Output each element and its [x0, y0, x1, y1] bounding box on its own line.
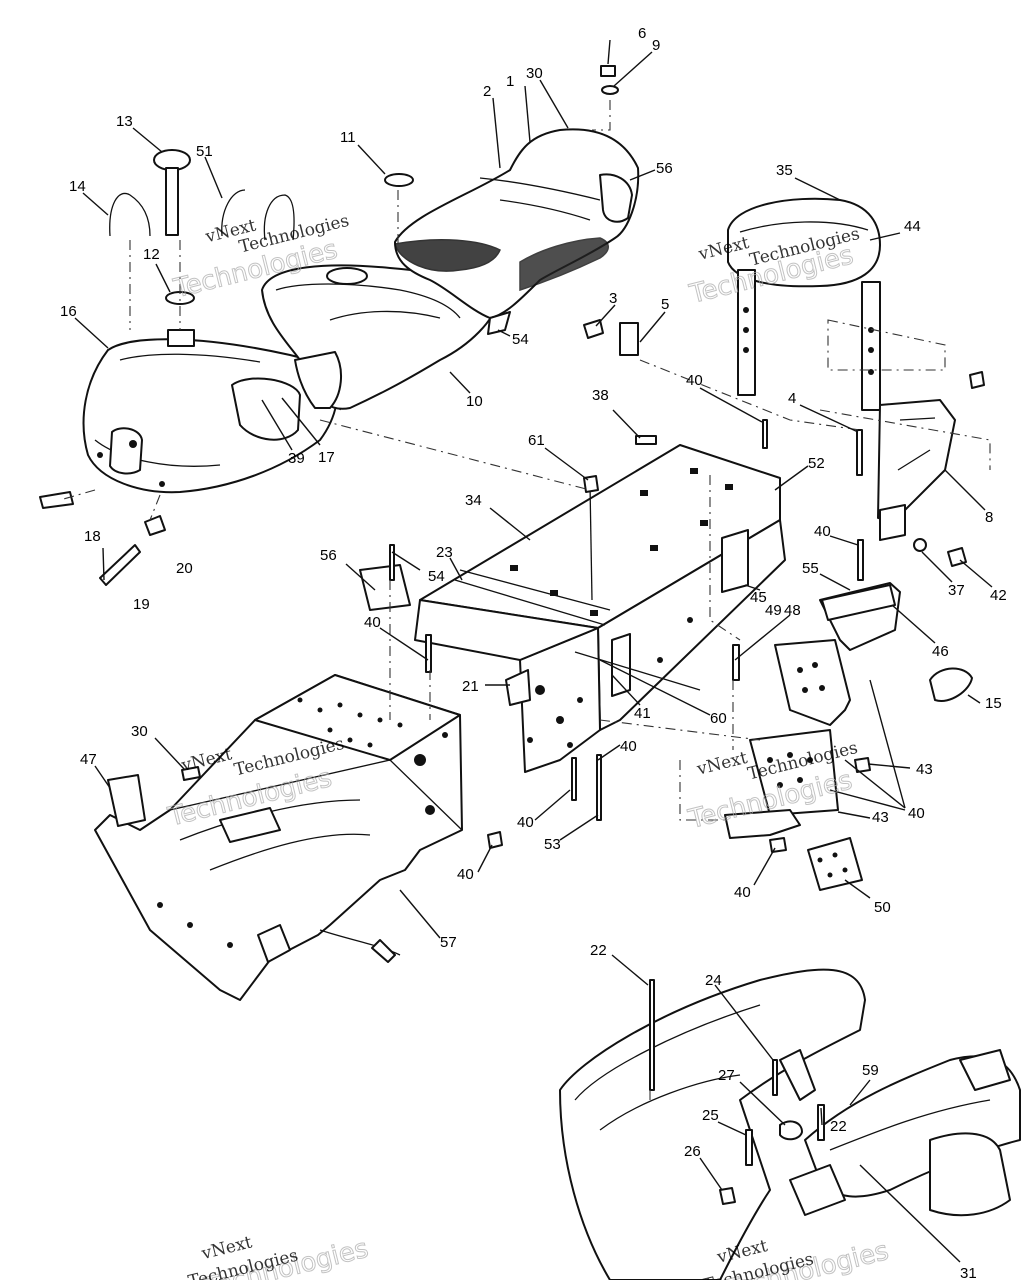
callout-39: 39 — [288, 450, 305, 467]
callout-12: 12 — [143, 246, 160, 263]
callout-34: 34 — [465, 492, 482, 509]
callout-22-a: 22 — [590, 942, 607, 959]
callout-5: 5 — [661, 296, 669, 313]
callout-60: 60 — [710, 710, 727, 727]
callout-30-a: 30 — [526, 65, 543, 82]
callout-51: 51 — [196, 143, 213, 160]
callout-40-e: 40 — [517, 814, 534, 831]
callout-22-b: 22 — [830, 1118, 847, 1135]
callout-43-b: 43 — [872, 809, 889, 826]
leader-lines — [74, 39, 993, 1263]
callout-18: 18 — [84, 528, 101, 545]
callout-35: 35 — [776, 162, 793, 179]
callout-27: 27 — [718, 1067, 735, 1084]
callout-23: 23 — [436, 544, 453, 561]
callout-40-g: 40 — [908, 805, 925, 822]
callout-47: 47 — [80, 751, 97, 768]
callout-19: 19 — [133, 596, 150, 613]
bulkhead — [94, 674, 463, 1001]
seat — [394, 128, 640, 335]
callout-45: 45 — [750, 589, 767, 606]
callout-40-h: 40 — [734, 884, 751, 901]
callout-30-b: 30 — [131, 723, 148, 740]
callout-10: 10 — [466, 393, 483, 410]
callout-40-b: 40 — [814, 523, 831, 540]
callout-41: 41 — [634, 705, 651, 722]
callout-13: 13 — [116, 113, 133, 130]
callout-53: 53 — [544, 836, 561, 853]
callout-21: 21 — [462, 678, 479, 695]
callout-46: 46 — [932, 643, 949, 660]
callout-9: 9 — [652, 37, 660, 54]
callout-4: 4 — [788, 390, 796, 407]
callout-40-f: 40 — [457, 866, 474, 883]
callout-54-b: 54 — [428, 568, 445, 585]
callout-17: 17 — [318, 449, 335, 466]
callout-25: 25 — [702, 1107, 719, 1124]
callout-50: 50 — [874, 899, 891, 916]
callout-6: 6 — [638, 25, 646, 42]
assembly-lines — [59, 100, 991, 1100]
callout-20: 20 — [176, 560, 193, 577]
callout-16: 16 — [60, 303, 77, 320]
callout-26: 26 — [684, 1143, 701, 1160]
callout-37: 37 — [948, 582, 965, 599]
callout-38: 38 — [592, 387, 609, 404]
side-shroud — [261, 264, 499, 410]
callout-labels: 1 2 3 4 5 6 8 9 10 11 12 13 14 15 16 17 … — [60, 25, 1007, 1280]
callout-61: 61 — [528, 432, 545, 449]
callout-15: 15 — [985, 695, 1002, 712]
svg-text:vNext: vNext — [694, 748, 749, 780]
rear-cowl — [559, 968, 1021, 1280]
callout-56-b: 56 — [320, 547, 337, 564]
callout-56-a: 56 — [656, 160, 673, 177]
watermark-5: Technologies vNext Technologies — [186, 1232, 372, 1280]
callout-40-d: 40 — [620, 738, 637, 755]
callout-40-c: 40 — [364, 614, 381, 631]
callout-14: 14 — [69, 178, 86, 195]
callout-3: 3 — [609, 290, 617, 307]
callout-49: 49 — [765, 602, 782, 619]
callout-52: 52 — [808, 455, 825, 472]
callout-57: 57 — [440, 934, 457, 951]
callout-54-a: 54 — [512, 331, 529, 348]
callout-1: 1 — [506, 73, 514, 90]
callout-59: 59 — [862, 1062, 879, 1079]
callout-2: 2 — [483, 83, 491, 100]
hardware — [39, 65, 985, 1205]
callout-8: 8 — [985, 509, 993, 526]
fuel-tank — [82, 329, 343, 494]
callout-42: 42 — [990, 587, 1007, 604]
callout-43-a: 43 — [916, 761, 933, 778]
callout-31: 31 — [960, 1265, 977, 1280]
callout-11: 11 — [340, 129, 356, 146]
callout-44: 44 — [904, 218, 921, 235]
tunnel — [414, 444, 786, 773]
callout-24: 24 — [705, 972, 722, 989]
rear-brackets — [107, 564, 973, 891]
callout-40-a: 40 — [686, 372, 703, 389]
callout-48: 48 — [784, 602, 801, 619]
backrest — [727, 197, 956, 541]
callout-55: 55 — [802, 560, 819, 577]
